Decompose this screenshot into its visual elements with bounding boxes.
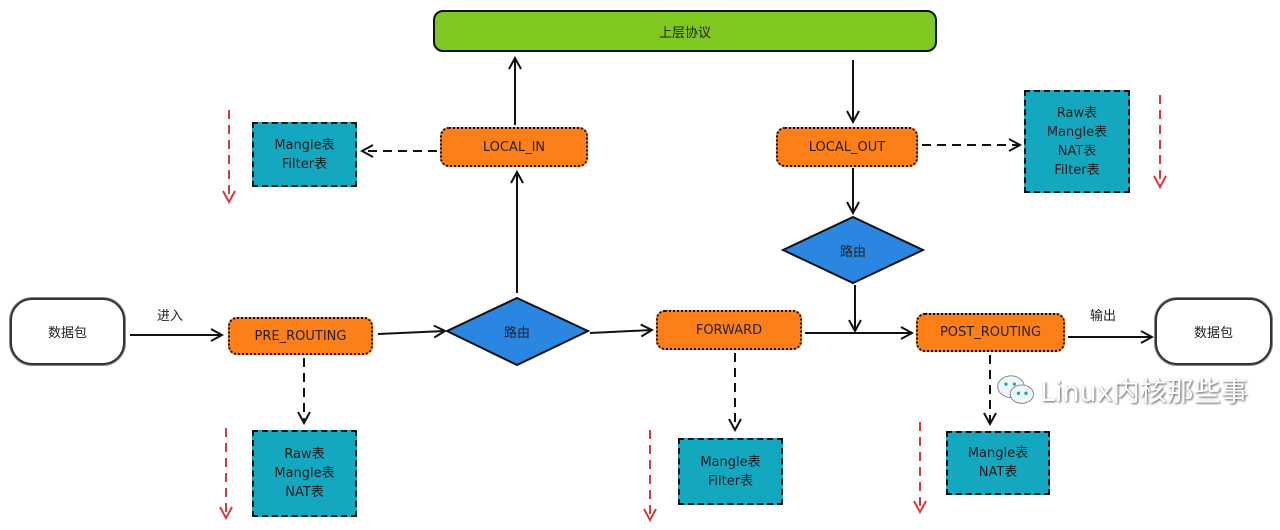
- table-item: Mangle表: [1046, 124, 1108, 140]
- upper-protocol-label: 上层协议: [658, 25, 711, 41]
- hook-local-in: LOCAL_IN: [440, 127, 588, 167]
- table-item: Filter表: [1054, 162, 1100, 178]
- packet-out-label: 数据包: [1193, 326, 1233, 341]
- table-item: Filter表: [281, 156, 328, 172]
- table-item: Mangle表: [700, 454, 761, 470]
- tables-local-out: Raw表 Mangle表 NAT表 Filter表: [1024, 90, 1130, 193]
- table-item: Mangle表: [967, 446, 1029, 461]
- hook-local-out: LOCAL_OUT: [776, 127, 918, 167]
- arrow-pre-to-route: [377, 331, 445, 334]
- table-item: Raw表: [284, 447, 325, 462]
- table-item: NAT表: [978, 465, 1018, 480]
- wechat-icon: [997, 374, 1034, 404]
- arrow-route-to-forward: [589, 330, 652, 333]
- upper-protocol-bar: 上层协议: [433, 10, 937, 52]
- table-item: NAT表: [1057, 143, 1097, 159]
- hook-pre-routing: PRE_ROUTING: [228, 317, 373, 355]
- table-item: NAT表: [285, 485, 324, 500]
- table-item: Raw表: [1056, 105, 1098, 121]
- packet-in-label: 数据包: [47, 326, 87, 341]
- hook-post-routing: POST_ROUTING: [916, 313, 1065, 352]
- routing-diamond-main: [444, 296, 591, 367]
- routing-local-out-label: 路由: [839, 244, 866, 260]
- routing-diamond-local-out: [780, 215, 926, 285]
- tables-pre-routing: Raw表 Mangle表 NAT表: [252, 430, 357, 517]
- tables-forward: Mangle表 Filter表: [678, 438, 783, 505]
- hook-forward: FORWARD: [656, 310, 802, 350]
- packet-out-cloud: 数据包: [1155, 298, 1272, 365]
- output-label: 输出: [1089, 308, 1116, 324]
- tables-local-in: Mangle表 Filter表: [252, 122, 357, 187]
- watermark: Linux内核那些事: [996, 370, 1248, 409]
- packet-in-cloud: 数据包: [10, 298, 125, 365]
- table-item: Mangle表: [274, 137, 335, 153]
- tables-post-routing: Mangle表 NAT表: [946, 431, 1050, 495]
- table-item: Filter表: [707, 473, 754, 489]
- enter-label: 进入: [156, 308, 183, 324]
- table-item: Mangle表: [274, 466, 335, 481]
- watermark-text: Linux内核那些事: [1040, 377, 1248, 408]
- routing-main-label: 路由: [503, 325, 530, 341]
